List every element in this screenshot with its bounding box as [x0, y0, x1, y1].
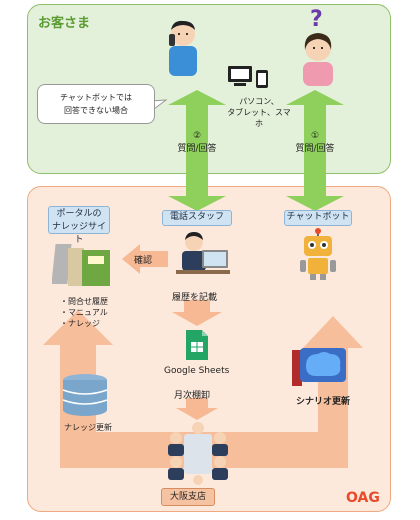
confirm-label: 確認: [134, 256, 153, 266]
chatbot-tag: チャットボット: [284, 210, 352, 226]
phone-staff-icon: [176, 232, 230, 274]
org-label: OAG: [346, 490, 380, 506]
google-sheets-icon: [186, 330, 208, 360]
chatbot-robot-icon: [300, 228, 336, 280]
green-arrow-right: [286, 90, 344, 211]
callout-bubble: チャットボットでは 回答できない場合: [37, 84, 155, 124]
portal-tag: ポータルの ナレッジサイト: [48, 206, 110, 245]
devices-label-line2: タブレット、スマホ: [227, 108, 291, 128]
database-icon: [62, 374, 108, 416]
svg-text:?: ?: [310, 7, 323, 32]
flow-right-number: ①: [310, 131, 320, 141]
knowledge-label: ナレッジ更新: [64, 423, 112, 432]
customer-phone-icon: [169, 20, 197, 76]
sheets-label: Google Sheets: [164, 366, 230, 376]
monthly-label: 月次棚卸: [174, 391, 211, 401]
flow-left-text: 質問/回答: [177, 144, 217, 154]
portal-list: ・問合せ履歴 ・マニュアル ・ナレッジ: [60, 296, 108, 329]
devices-icon: [228, 66, 268, 88]
office-tag: 大阪支店: [161, 488, 215, 506]
left-arrow-confirm: [122, 244, 168, 274]
scenario-label: シナリオ更新: [296, 397, 351, 407]
green-arrow-left: [168, 90, 226, 211]
portal-list-item: ・問合せ履歴: [60, 297, 108, 306]
customer-panel-title: お客さま: [38, 16, 91, 31]
flow-left-number: ②: [192, 131, 202, 141]
phone-staff-tag: 電話スタッフ: [162, 210, 232, 226]
callout-line2: 回答できない場合: [64, 106, 128, 115]
binders-icon: [52, 244, 110, 286]
portal-list-item: ・マニュアル: [60, 308, 108, 317]
flow-left-label: ② 質問/回答: [172, 130, 222, 156]
flow-right-text: 質問/回答: [295, 144, 335, 154]
record-label: 履歴を記載: [172, 293, 218, 303]
portal-tag-line1: ポータルの: [56, 209, 102, 219]
down-arrow-staff-to-sheets: [172, 300, 222, 326]
portal-list-item: ・ナレッジ: [60, 319, 100, 328]
portal-tag-line2: ナレッジサイト: [51, 222, 106, 245]
customer-question-icon: ?: [303, 7, 333, 86]
devices-label: パソコン、 タブレット、スマホ: [226, 96, 292, 129]
devices-label-line1: パソコン、: [239, 97, 279, 106]
down-arrow-sheets-to-meeting: [176, 398, 218, 420]
meeting-icon: [168, 422, 228, 485]
scenario-brain-icon: [292, 348, 346, 386]
callout-line1: チャットボットでは: [60, 93, 132, 102]
flow-right-label: ① 質問/回答: [290, 130, 340, 156]
